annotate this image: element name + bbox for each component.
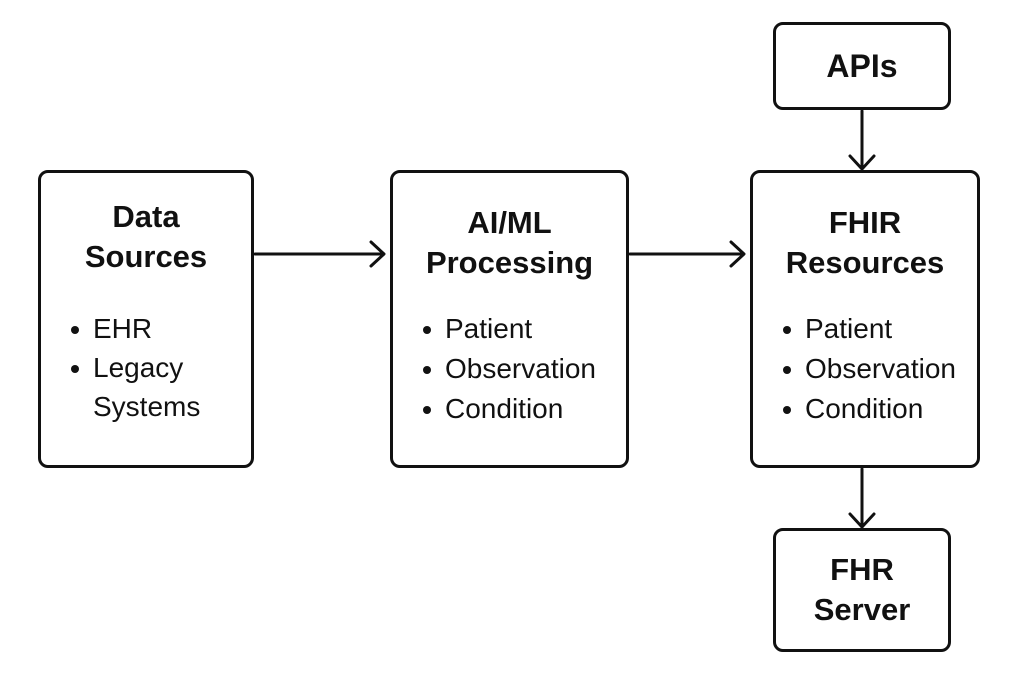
list-item: Condition xyxy=(781,389,977,429)
fhr-server-box: FHR Server xyxy=(773,528,951,652)
list-item: Observation xyxy=(421,349,626,389)
fhir-resources-title: FHIR Resources xyxy=(785,205,945,280)
ai-ml-processing-title: AI/ML Processing xyxy=(425,205,594,280)
list-item: EHR xyxy=(69,309,251,348)
list-item: Patient xyxy=(421,309,626,349)
data-sources-title: Data Sources xyxy=(84,199,208,274)
data-sources-box: Data Sources EHR Legacy Systems xyxy=(38,170,254,468)
arrowhead-ai-ml xyxy=(369,240,386,268)
ai-ml-processing-list: Patient Observation Condition xyxy=(421,309,626,429)
fhir-resources-list: Patient Observation Condition xyxy=(781,309,977,429)
apis-title: APIs xyxy=(826,48,898,84)
arrowhead-server xyxy=(848,512,876,529)
list-item: Condition xyxy=(421,389,626,429)
apis-box: APIs xyxy=(773,22,951,110)
data-sources-list: EHR Legacy Systems xyxy=(69,309,251,426)
ai-ml-processing-box: AI/ML Processing Patient Observation Con… xyxy=(390,170,629,468)
arrowhead-fhir-top xyxy=(848,154,876,171)
arrowhead-fhir xyxy=(729,240,746,268)
list-item: Observation xyxy=(781,349,977,389)
list-item: Legacy Systems xyxy=(69,348,251,426)
fhir-resources-box: FHIR Resources Patient Observation Condi… xyxy=(750,170,980,468)
fhr-server-title: FHR Server xyxy=(813,552,911,627)
list-item: Patient xyxy=(781,309,977,349)
